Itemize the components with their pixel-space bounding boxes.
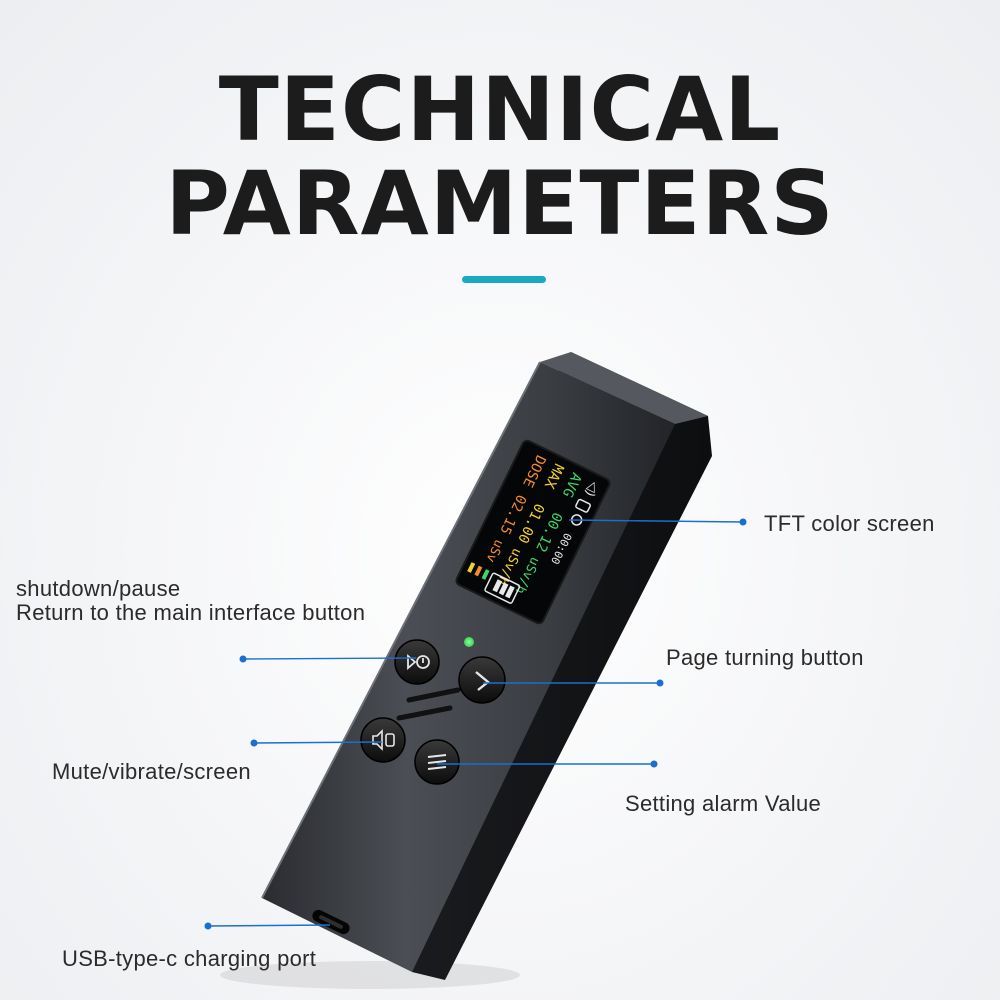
page-turning-button[interactable] bbox=[458, 656, 506, 704]
callout-dots bbox=[204, 518, 747, 930]
callout-label-power-line-1: shutdown/pause bbox=[16, 576, 181, 601]
speaker-icon: ◁) bbox=[581, 479, 601, 499]
setting-alarm-button[interactable] bbox=[414, 739, 460, 785]
title-accent-bar bbox=[462, 276, 546, 283]
callout-label-usb: USB-type-c charging port bbox=[62, 946, 317, 971]
callout-line-screen bbox=[568, 519, 744, 523]
device-top-face bbox=[540, 352, 708, 424]
callout-label-page: Page turning button bbox=[666, 645, 864, 670]
callout-dot-menu bbox=[650, 760, 658, 768]
device-side-face bbox=[412, 352, 712, 980]
device-edge-highlight bbox=[261, 361, 541, 899]
menu-icon bbox=[427, 754, 447, 770]
mute-icon bbox=[372, 729, 395, 751]
clock-icon bbox=[570, 514, 583, 526]
battery-icon bbox=[484, 572, 521, 604]
screen-color-bars bbox=[467, 562, 490, 580]
power-play-icon bbox=[407, 654, 430, 670]
speaker-grille bbox=[396, 687, 461, 721]
callout-line-mute bbox=[253, 741, 383, 744]
callout-label-power-line-2: Return to the main interface button bbox=[16, 600, 366, 625]
tft-screen: ◁) 00:00 AVG 00.12 uSv/h MAX 01.00 uSv/h… bbox=[455, 439, 611, 625]
power-pause-button[interactable] bbox=[394, 639, 440, 685]
callout-dot-screen bbox=[739, 518, 747, 526]
callout-dot-page bbox=[656, 679, 664, 687]
callout-label-screen: TFT color screen bbox=[764, 511, 935, 536]
callout-label-mute: Mute/vibrate/screen bbox=[52, 759, 251, 784]
mute-vibrate-screen-button[interactable] bbox=[360, 717, 406, 763]
status-led bbox=[464, 637, 474, 647]
vibrate-icon bbox=[575, 498, 591, 513]
page-title-line-1: TECHNICAL bbox=[218, 58, 782, 161]
usb-c-port[interactable] bbox=[310, 908, 351, 936]
page-title-line-2: PARAMETERS bbox=[165, 152, 835, 255]
callout-label-menu: Setting alarm Value bbox=[625, 791, 822, 816]
callout-lines bbox=[207, 519, 744, 927]
callout-line-usb bbox=[207, 924, 331, 927]
callout-dot-mute bbox=[250, 739, 258, 747]
callout-dot-usb bbox=[204, 922, 212, 930]
chevron-icon bbox=[475, 671, 490, 691]
callout-dot-power bbox=[239, 655, 247, 663]
callout-line-power bbox=[242, 657, 417, 660]
